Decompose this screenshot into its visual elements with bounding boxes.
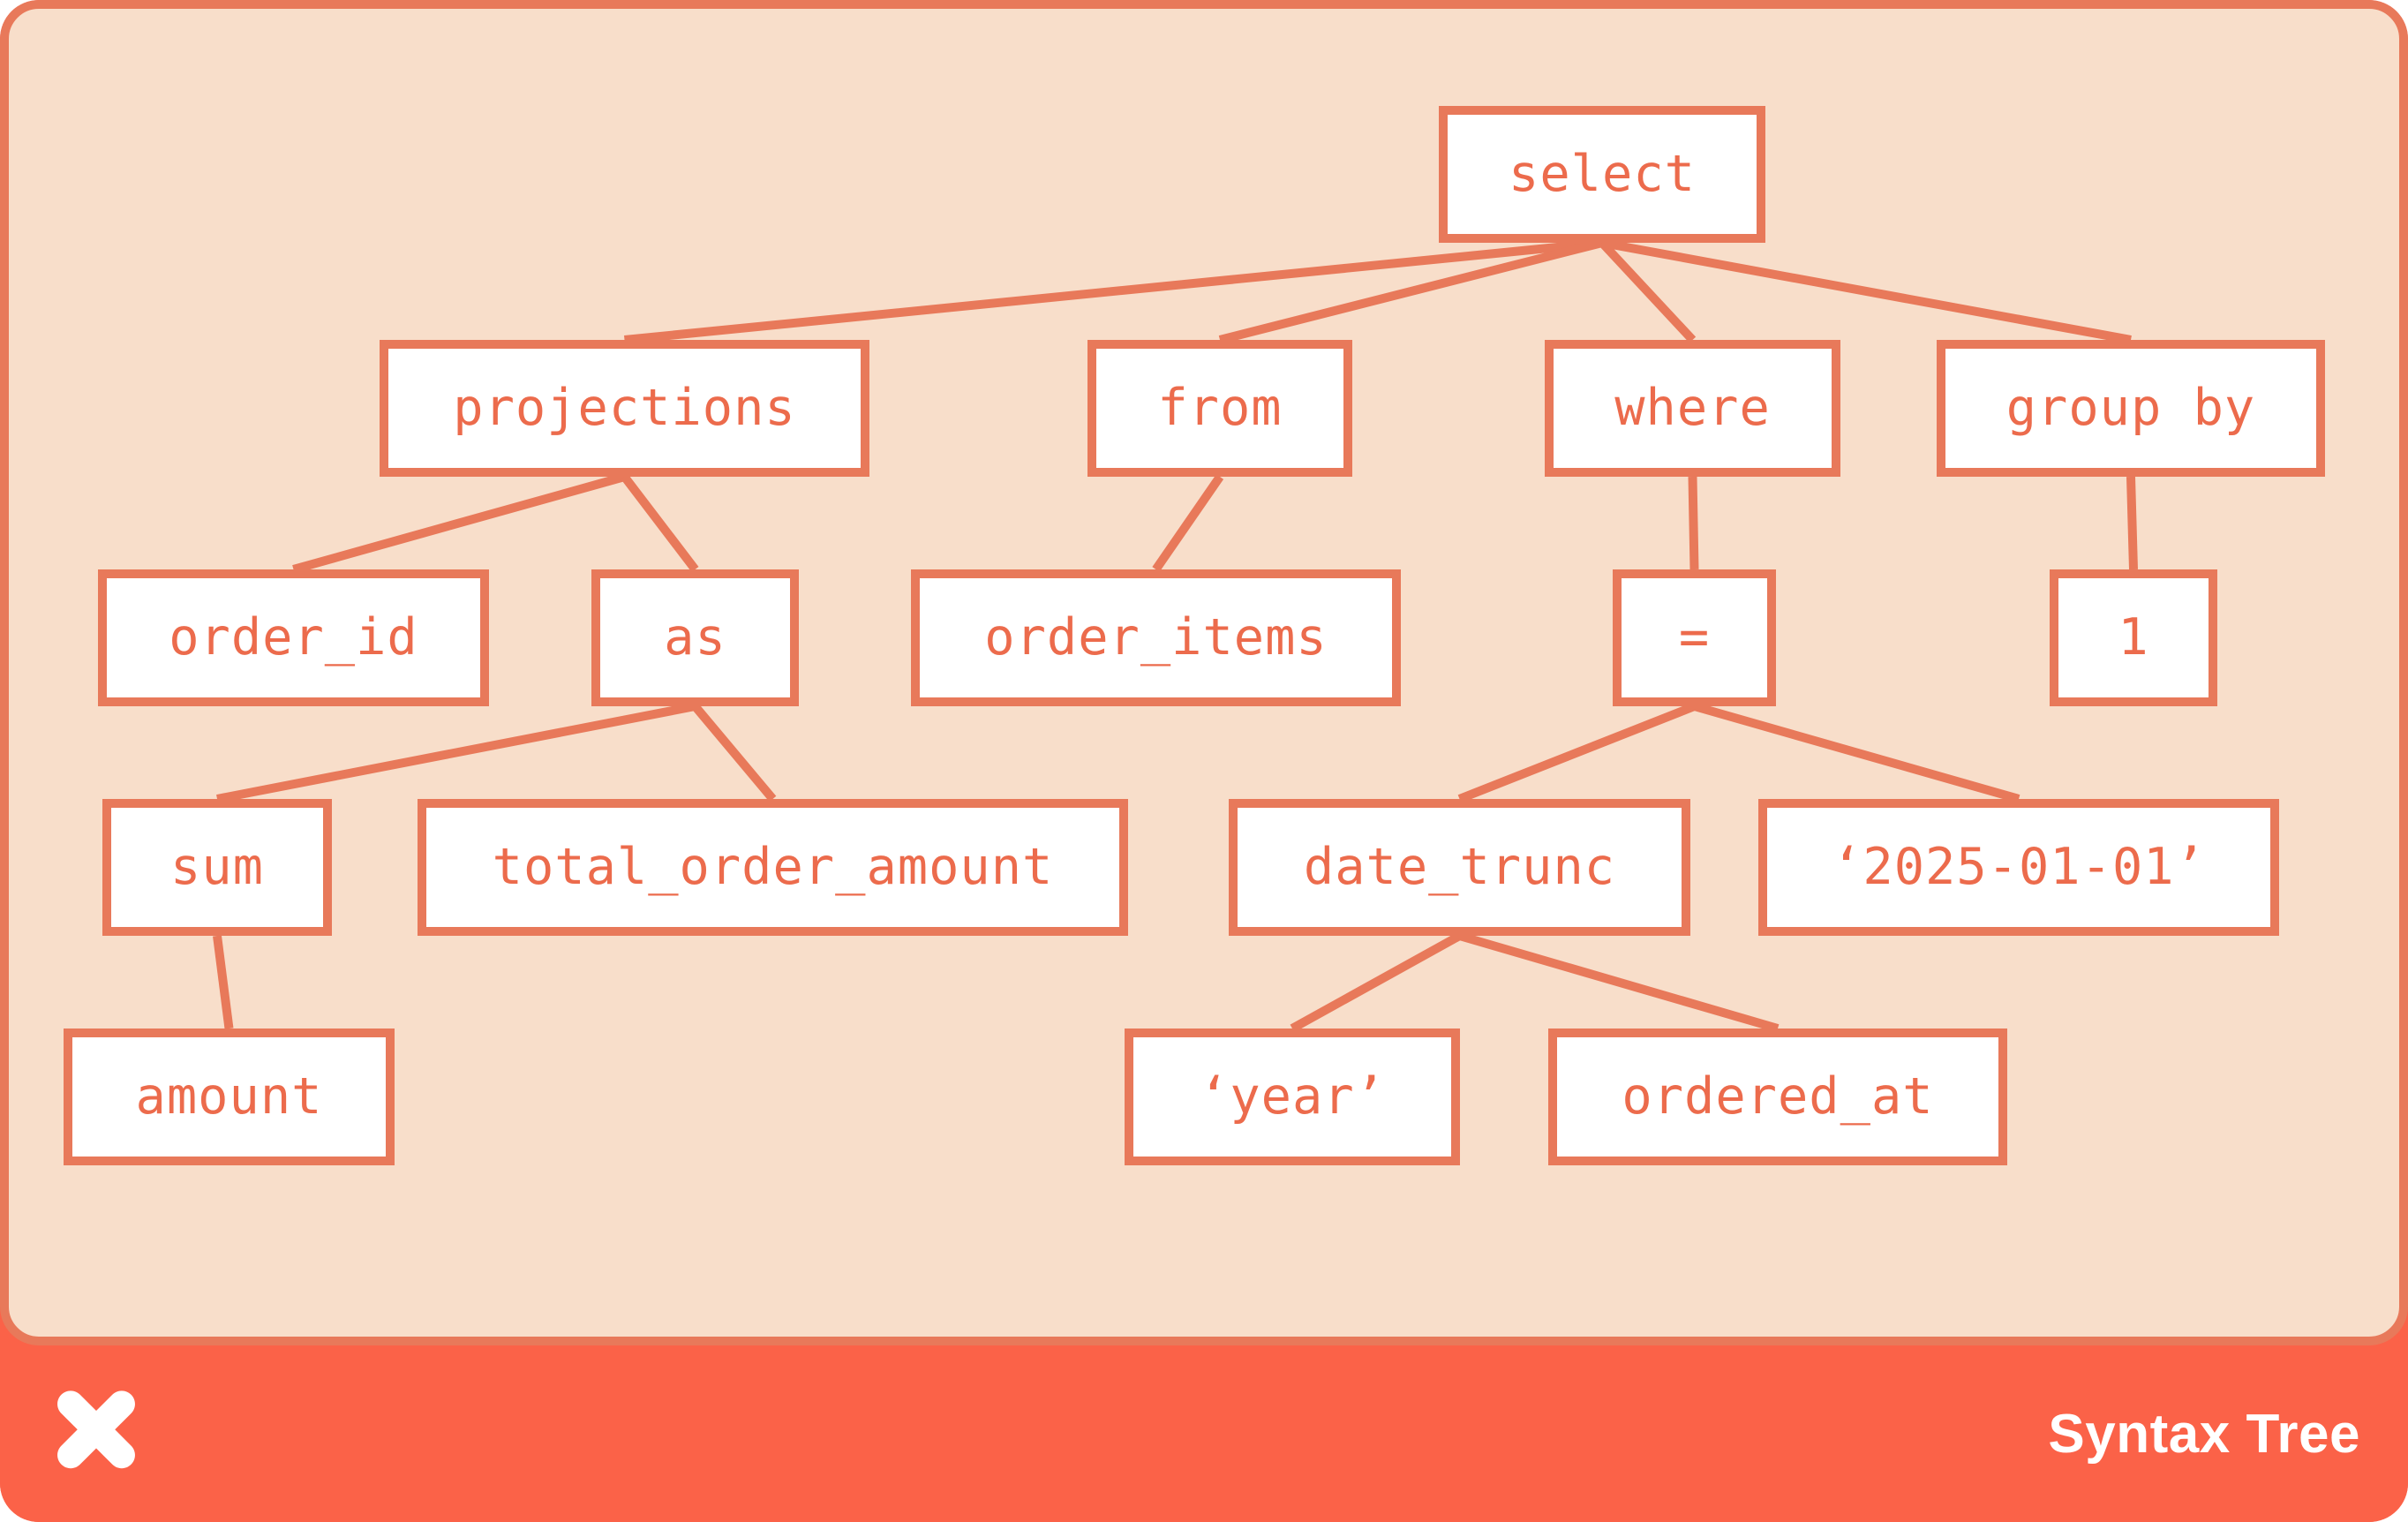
tree-edge-group-by-to-one [2126, 476, 2138, 570]
tree-edge-projections-to-order-id [292, 472, 626, 574]
tree-node-from[interactable]: from [1087, 340, 1352, 477]
tree-node-sum[interactable]: sum [102, 799, 332, 936]
footer-bar: Syntax Tree [0, 1345, 2408, 1522]
tree-node-total-order-amount[interactable]: total_order_amount [418, 799, 1128, 936]
tree-edge-as-to-sum [216, 702, 696, 803]
tree-node-order-id[interactable]: order_id [98, 569, 489, 706]
tree-node-projections[interactable]: projections [380, 340, 869, 477]
tree-node-date-literal[interactable]: ‘2025-01-01’ [1758, 799, 2279, 936]
tree-edge-from-to-order-items [1152, 474, 1224, 572]
tree-edge-select-to-where [1599, 239, 1697, 343]
tree-node-amount[interactable]: amount [64, 1028, 395, 1165]
tree-edge-where-to-equals [1688, 476, 1699, 570]
tree-node-date-trunc[interactable]: date_trunc [1229, 799, 1690, 936]
brand-star-logo [44, 1382, 148, 1486]
tree-edge-date-trunc-to-ordered-at [1458, 931, 1780, 1033]
tree-node-year-literal[interactable]: ‘year’ [1125, 1028, 1460, 1165]
tree-node-group-by[interactable]: group by [1937, 340, 2325, 477]
tree-node-one[interactable]: 1 [2050, 569, 2217, 706]
tree-edge-date-trunc-to-year-literal [1290, 931, 1462, 1033]
tree-edge-equals-to-date-trunc [1457, 702, 1697, 803]
footer-title: Syntax Tree [2048, 1403, 2360, 1465]
tree-edge-as-to-total-order-amount [691, 703, 777, 802]
tree-edge-sum-to-amount [213, 935, 234, 1029]
tree-edge-select-to-projections [624, 238, 1603, 344]
tree-node-as[interactable]: as [591, 569, 799, 706]
tree-node-order-items[interactable]: order_items [911, 569, 1401, 706]
tree-edge-equals-to-date-literal [1693, 702, 2020, 803]
tree-edge-select-to-from [1218, 238, 1604, 344]
tree-edges [213, 238, 2138, 1033]
tree-node-where[interactable]: where [1545, 340, 1840, 477]
tree-edge-select-to-group-by [1601, 238, 2132, 344]
diagram-canvas: select projections from where group by order_… [0, 0, 2408, 1345]
tree-edge-projections-to-as [621, 473, 699, 573]
tree-node-select[interactable]: select [1439, 106, 1765, 243]
tree-node-equals[interactable]: = [1613, 569, 1776, 706]
tree-node-ordered-at[interactable]: ordered_at [1548, 1028, 2007, 1165]
